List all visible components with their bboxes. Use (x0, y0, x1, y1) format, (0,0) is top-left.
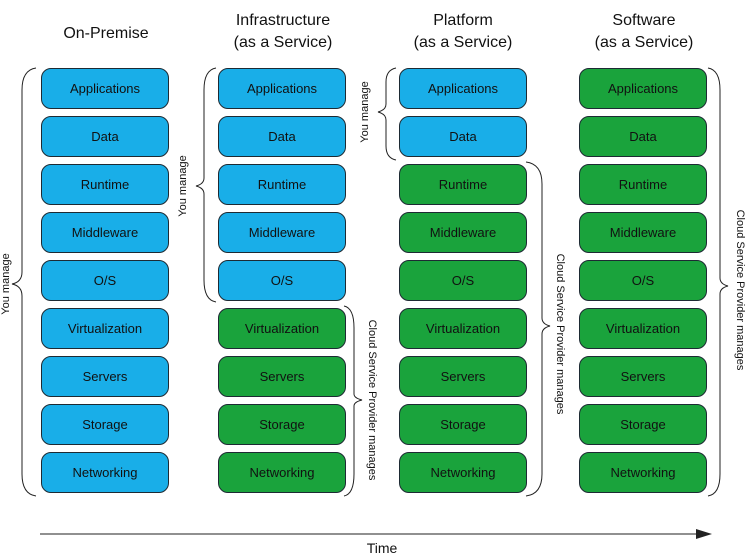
iaas-layer-applications: Applications (218, 68, 346, 109)
label-iaas-you-manage: You manage (177, 155, 189, 217)
column-title-on-premise: On-Premise (26, 23, 186, 45)
column-title-paas: Platform (as a Service) (383, 10, 543, 54)
bracket-iaas-provider-manages (343, 305, 363, 497)
paas-layer-virtualization: Virtualization (399, 308, 527, 349)
saas-layer-runtime: Runtime (579, 164, 707, 205)
column-title-iaas: Infrastructure (as a Service) (203, 10, 363, 54)
on-premise-layer-servers: Servers (41, 356, 169, 397)
saas-layer-applications: Applications (579, 68, 707, 109)
time-axis-label: Time (366, 540, 398, 556)
paas-layer-o-s: O/S (399, 260, 527, 301)
iaas-layer-data: Data (218, 116, 346, 157)
paas-layer-middleware: Middleware (399, 212, 527, 253)
iaas-layer-networking: Networking (218, 452, 346, 493)
column-subtitle-line: (as a Service) (594, 34, 694, 51)
iaas-layer-servers: Servers (218, 356, 346, 397)
paas-layer-servers: Servers (399, 356, 527, 397)
saas-layer-networking: Networking (579, 452, 707, 493)
bracket-on-premise-you-manage (11, 67, 37, 497)
column-title-line: Infrastructure (235, 12, 331, 29)
saas-layer-storage: Storage (579, 404, 707, 445)
bracket-paas-provider-manages (525, 161, 551, 497)
saas-layer-data: Data (579, 116, 707, 157)
iaas-layer-middleware: Middleware (218, 212, 346, 253)
saas-layer-o-s: O/S (579, 260, 707, 301)
label-paas-provider-manages: Cloud Service Provider manages (554, 253, 566, 415)
on-premise-layer-applications: Applications (41, 68, 169, 109)
bracket-saas-provider-manages (707, 67, 729, 497)
saas-layer-virtualization: Virtualization (579, 308, 707, 349)
on-premise-layer-data: Data (41, 116, 169, 157)
on-premise-layer-storage: Storage (41, 404, 169, 445)
iaas-layer-o-s: O/S (218, 260, 346, 301)
saas-layer-middleware: Middleware (579, 212, 707, 253)
label-saas-provider-manages: Cloud Service Provider manages (734, 209, 746, 371)
time-axis-arrowhead (696, 529, 712, 539)
paas-layer-applications: Applications (399, 68, 527, 109)
iaas-layer-runtime: Runtime (218, 164, 346, 205)
label-iaas-provider-manages: Cloud Service Provider manages (366, 319, 378, 481)
paas-layer-data: Data (399, 116, 527, 157)
on-premise-layer-virtualization: Virtualization (41, 308, 169, 349)
paas-layer-networking: Networking (399, 452, 527, 493)
bracket-iaas-you-manage (195, 67, 217, 303)
paas-layer-storage: Storage (399, 404, 527, 445)
iaas-layer-storage: Storage (218, 404, 346, 445)
on-premise-layer-runtime: Runtime (41, 164, 169, 205)
label-on-premise-you-manage: You manage (0, 253, 12, 315)
bracket-paas-you-manage (377, 67, 397, 161)
on-premise-layer-networking: Networking (41, 452, 169, 493)
column-title-line: Platform (433, 12, 493, 29)
paas-layer-runtime: Runtime (399, 164, 527, 205)
column-title-saas: Software (as a Service) (564, 10, 724, 54)
on-premise-layer-o-s: O/S (41, 260, 169, 301)
saas-layer-servers: Servers (579, 356, 707, 397)
label-paas-you-manage: You manage (359, 81, 371, 143)
column-title-line: Software (612, 12, 676, 29)
on-premise-layer-middleware: Middleware (41, 212, 169, 253)
column-title-line: On-Premise (63, 25, 149, 42)
column-subtitle-line: (as a Service) (413, 34, 513, 51)
iaas-layer-virtualization: Virtualization (218, 308, 346, 349)
column-subtitle-line: (as a Service) (233, 34, 333, 51)
